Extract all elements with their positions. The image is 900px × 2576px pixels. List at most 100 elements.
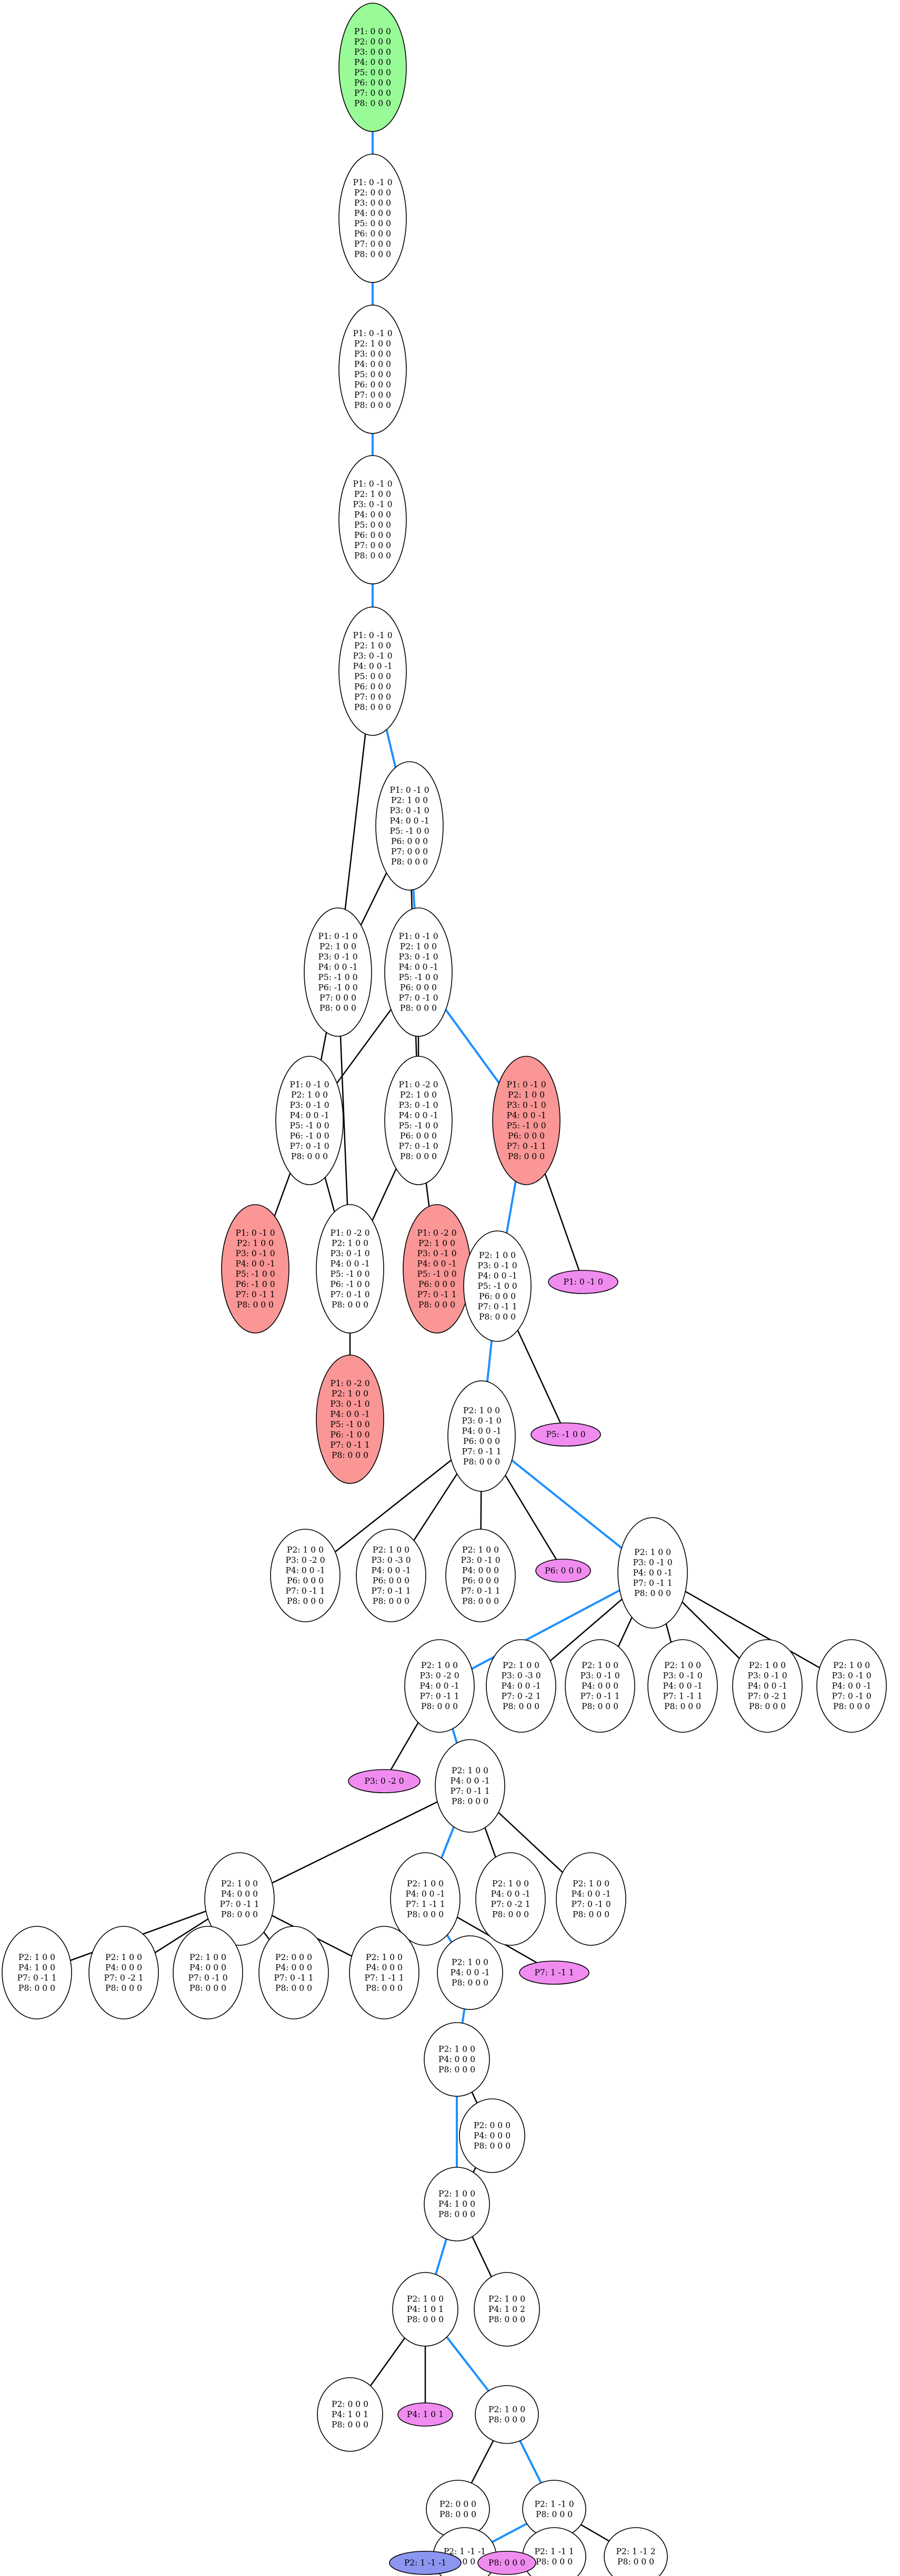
graph-edge [263,1931,271,1941]
node-state-line: P2: 1 -1 -1 [444,2547,486,2556]
node-state-line: P6: 0 0 0 [354,229,391,238]
node-state-line: P1: 0 -1 0 [389,785,429,795]
graph-edge [324,1176,335,1213]
node-state-line: P7: 0 0 0 [354,239,391,249]
node-shape [375,761,444,891]
graph-edge [369,2337,406,2387]
graph-edge [681,1601,741,1659]
state-node-normal: P2: 1 0 0P4: 0 0 -1P7: 0 -1 1P8: 0 0 0 [435,1739,505,1833]
node-state-line: P7: 0 -1 1 [235,1290,275,1299]
node-state-line: P8: 0 0 0 [354,249,391,259]
solution-path-edge [505,1180,517,1235]
state-node-normal: P1: 0 -1 0P2: 1 0 0P3: 0 -1 0P4: 0 0 -1P… [304,907,372,1037]
node-state-line: P4: 0 0 -1 [491,1889,530,1898]
graph-edge [665,1623,672,1643]
node-shape [258,1926,329,2019]
node-state-line: P8: 0 0 0 [366,1983,403,1993]
graph-edge [344,733,366,911]
node-state-line: P8: 0 0 0 [438,2210,475,2219]
node-state-line: P4: 0 0 0 [462,1565,499,1575]
node-shape [316,1204,384,1334]
node-state-line: P1: 0 -1 0 [353,178,392,187]
graph-edge [274,1172,291,1217]
node-state-line: P7: 0 0 0 [354,541,391,550]
graph-edge [472,2167,477,2173]
node-state-line: P2: 1 0 0 [400,1090,437,1099]
state-node-normal: P2: 1 0 0P3: 0 -3 0P4: 0 0 -1P7: 0 -2 1P… [486,1639,556,1733]
graph-edge [320,1032,327,1061]
solution-path-edge [446,1934,453,1944]
node-state-line: P2: 1 -1 -1 [404,2558,446,2568]
state-node-leaf: P8: 0 0 0 [477,2551,536,2575]
node-state-line: P4: 0 0 -1 [330,1409,369,1419]
node-state-line: P6: 0 0 0 [463,1437,500,1446]
node-shape [270,1529,341,1622]
node-state-line: P8: 0 0 0 [634,1589,671,1598]
node-state-line: P2: 1 0 0 [189,1953,226,1962]
node-state-line: P3: 0 -2 0 [419,1671,459,1681]
node-state-line: P8: 0 0 0 [462,1597,499,1606]
graph-edge [271,1801,438,1884]
state-node-dead: P1: 0 -1 0P2: 1 0 0P3: 0 -1 0P4: 0 0 -1P… [221,1204,289,1334]
node-state-line: P4: 0 0 -1 [398,962,438,972]
node-state-line: P4: 0 0 -1 [235,1259,275,1268]
graph-edge [425,1182,430,1207]
node-state-line: P7: 1 -1 1 [663,1692,702,1701]
node-state-line: P4: 0 0 0 [582,1681,618,1691]
nodes-layer: P1: 0 0 0P2: 0 0 0P3: 0 0 0P4: 0 0 0P5: … [2,3,887,2576]
node-state-line: P3: 0 -1 0 [580,1671,619,1681]
node-shape [356,1529,426,1622]
node-state-line: P6: 0 0 0 [508,1131,545,1140]
state-node-leaf: P1: 0 -1 0 [548,1270,618,1294]
node-state-line: P3: 0 -1 0 [398,952,438,962]
node-state-line: P2: 0 0 0 [332,2400,368,2409]
node-state-line: P4: 0 0 -1 [663,1681,702,1691]
node-state-line: P3: 0 -1 0 [462,1416,501,1426]
node-state-line: P6: 0 0 0 [545,1566,582,1575]
node-state-line: P3: 0 -1 0 [318,952,357,962]
node-state-line: P2: 1 0 0 [354,641,391,650]
node-shape [404,1639,475,1733]
node-state-line: P6: -1 0 0 [330,1279,369,1289]
node-state-line: P3: 0 -1 0 [389,806,429,815]
node-state-line: P4: 0 0 -1 [389,816,429,825]
node-state-line: P7: 0 -2 1 [747,1692,787,1701]
node-state-line: P3: 0 -1 0 [398,1100,438,1110]
node-state-line: P5: -1 0 0 [318,973,357,982]
node-state-line: P7: 1 -1 1 [364,1973,404,1983]
node-shape [338,607,407,736]
state-node-normal: P2: 0 0 0P8: 0 0 0 [426,2480,490,2539]
node-state-line: P1: 0 -1 0 [353,479,392,489]
node-state-line: P1: 0 -1 0 [353,329,392,338]
node-state-line: P4: 0 0 -1 [419,1681,459,1691]
node-state-line: P8: 0 0 0 [332,2420,368,2430]
state-node-normal: P2: 1 0 0P4: 1 0 2P8: 0 0 0 [474,2272,540,2347]
solution-path-edge [511,1459,623,1549]
state-node-normal: P2: 1 0 0P4: 0 0 0P7: 1 -1 1P8: 0 0 0 [349,1926,419,2019]
node-state-line: P8: 0 0 0 [438,2065,475,2075]
node-state-line: P7: 0 -1 1 [17,1973,56,1983]
node-state-line: P7: 0 0 0 [391,847,428,856]
graph-edge [484,1827,496,1858]
node-state-line: P7: 0 -1 1 [285,1586,325,1595]
node-state-line: P7: 0 -1 1 [417,1290,456,1299]
state-node-leaf: P3: 0 -2 0 [348,1769,421,1793]
node-state-line: P6: 0 0 0 [354,530,391,540]
node-state-line: P5: -1 0 0 [417,1269,456,1279]
node-state-line: P2: 1 0 0 [332,1389,368,1398]
node-state-line: P2: 1 -1 0 [534,2499,574,2509]
node-state-line: P5: 0 0 0 [354,219,391,228]
graph-edge [684,1591,821,1669]
node-state-line: P7: 0 -1 0 [188,1973,227,1983]
state-node-normal: P2: 1 0 0P3: 0 -1 0P4: 0 0 -1P7: 1 -1 1P… [647,1639,718,1733]
node-shape [338,305,407,434]
state-node-normal: P1: 0 -1 0P2: 1 0 0P3: 0 0 0P4: 0 0 0P5:… [338,305,407,434]
node-state-line: P2: 1 0 0 [438,2045,475,2054]
node-state-line: P2: 1 -1 1 [534,2547,574,2556]
node-state-line: P2: 1 0 0 [582,1661,618,1670]
node-state-line: P7: 0 -1 1 [461,1586,500,1595]
node-state-line: P8: 0 0 0 [373,1597,409,1606]
node-shape [338,455,407,584]
node-state-line: P2: 0 0 0 [354,37,391,46]
graph-edge [471,2440,494,2484]
